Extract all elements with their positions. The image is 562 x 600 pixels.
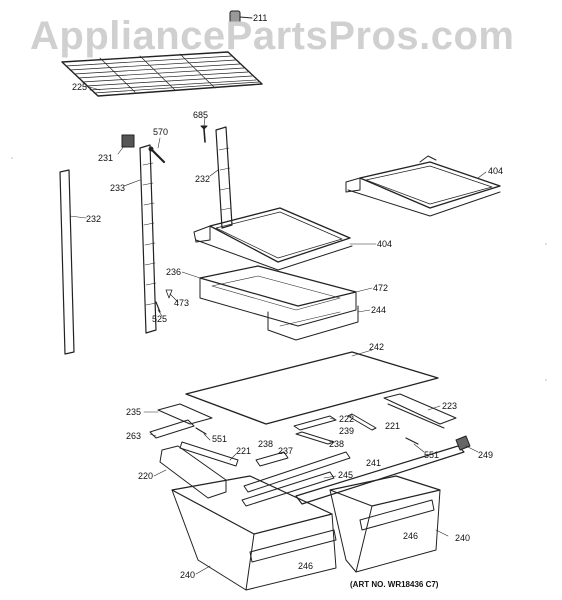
callout-223: 223	[442, 401, 458, 411]
art-number: (ART NO. WR18436 C7)	[350, 580, 439, 589]
callout-238-left: 238	[258, 439, 274, 449]
callout-241: 241	[366, 458, 382, 468]
wire-shelf-225	[61, 51, 263, 97]
bracket-220	[159, 445, 227, 499]
callout-473: 473	[174, 298, 190, 308]
callout-222: 222	[339, 414, 355, 424]
callout-685: 685	[193, 110, 209, 120]
crisper-240-right	[329, 475, 441, 573]
callout-245: 245	[338, 470, 354, 480]
callout-232-left: 232	[86, 214, 102, 224]
callout-211: 211	[253, 13, 268, 23]
screw-570	[148, 146, 166, 164]
callout-236: 236	[166, 267, 182, 277]
callout-263: 263	[126, 431, 142, 441]
callout-404-right: 404	[488, 166, 504, 176]
callout-246-right: 246	[403, 531, 419, 541]
callout-244: 244	[371, 305, 387, 315]
screw-473	[165, 289, 173, 299]
bar-245	[241, 471, 335, 507]
rail-233	[139, 144, 157, 334]
callout-404-mid: 404	[377, 239, 393, 249]
callout-221-left: 221	[236, 446, 252, 456]
callout-472: 472	[373, 283, 389, 293]
callout-221-right: 221	[385, 421, 401, 431]
callout-246-left: 246	[298, 561, 314, 571]
screw-525	[155, 301, 161, 313]
callout-237: 237	[278, 446, 294, 456]
support-235	[157, 403, 213, 425]
callout-525: 525	[152, 314, 168, 324]
glass-shelf-404-mid	[193, 207, 353, 271]
scan-specks	[11, 157, 547, 381]
screw-685	[200, 125, 208, 143]
callout-225: 225	[72, 82, 88, 92]
support-263	[149, 419, 195, 439]
callout-220: 220	[138, 471, 154, 481]
watermark: AppliancePartsPros.com	[30, 14, 515, 58]
crisper-240-left	[171, 475, 337, 591]
cap-211	[229, 10, 253, 24]
callout-551-left: 551	[212, 434, 228, 444]
callout-239: 239	[339, 426, 355, 436]
callout-238-right: 238	[329, 439, 345, 449]
support-223	[383, 393, 457, 429]
callout-235: 235	[126, 407, 142, 417]
rail-232-right	[215, 126, 233, 229]
glass-shelf-404-right	[345, 155, 501, 217]
callout-231: 231	[98, 153, 114, 163]
callout-551-right: 551	[424, 450, 440, 460]
callout-240-right: 240	[455, 533, 471, 543]
glass-cover-242	[185, 351, 439, 425]
callout-233: 233	[110, 183, 126, 193]
channel-241	[295, 445, 465, 505]
rail-232-left	[59, 169, 75, 355]
leader-lines	[69, 85, 487, 575]
pan-assembly-472	[199, 265, 359, 341]
callout-240-left: 240	[180, 570, 196, 580]
bracket-231	[121, 134, 135, 148]
callout-570: 570	[153, 127, 169, 137]
callout-249: 249	[478, 450, 494, 460]
screws-551	[195, 427, 419, 445]
bracket-249	[455, 435, 471, 451]
callout-242: 242	[369, 342, 385, 352]
callout-232-right: 232	[195, 174, 211, 184]
